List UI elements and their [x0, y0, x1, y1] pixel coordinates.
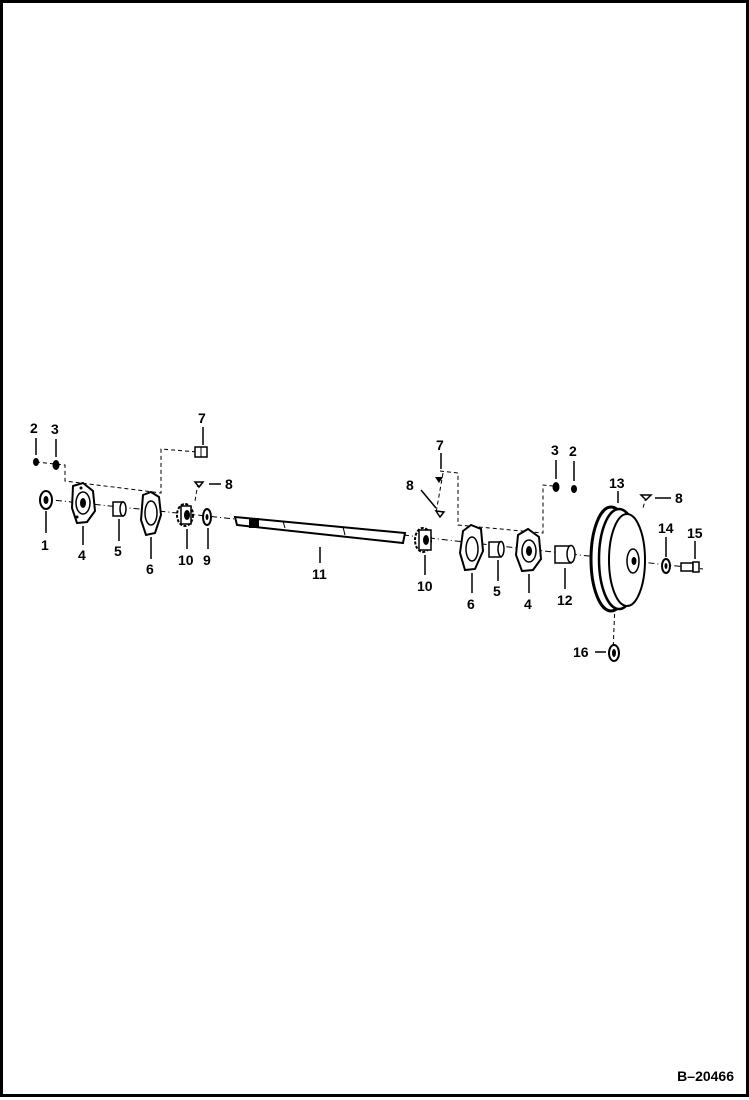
part-7-bolt-right — [435, 477, 443, 483]
callout-16: 16 — [573, 644, 589, 660]
callout-8-pulley: 8 — [675, 490, 683, 506]
callout-7: 7 — [198, 410, 206, 426]
part-1-nut — [39, 490, 53, 510]
part-8-key-left — [193, 481, 205, 489]
part-8-key-right — [434, 510, 446, 519]
callout-7-right: 7 — [436, 437, 444, 453]
callout-3: 3 — [51, 421, 59, 437]
part-12-bushing — [554, 544, 576, 564]
callout-14: 14 — [658, 520, 674, 536]
part-13-pulley — [589, 505, 646, 613]
callout-labels: 2 3 1 4 5 6 7 8 10 9 11 7 8 10 6 5 4 3 2… — [30, 410, 703, 660]
part-3-washer-right — [552, 482, 560, 492]
part-8-key-pulley — [639, 494, 653, 502]
callout-leaders — [35, 427, 696, 653]
callout-10: 10 — [178, 552, 194, 568]
callout-6-right: 6 — [467, 596, 475, 612]
part-16-plate — [608, 644, 620, 662]
part-3-washer-left — [52, 460, 60, 470]
part-7-bolt-left — [194, 446, 208, 458]
callout-8: 8 — [225, 476, 233, 492]
part-10-sprocket-right — [414, 527, 432, 553]
figure-id-label: B–20466 — [677, 1068, 734, 1084]
part-5-spacer-right — [488, 540, 505, 558]
callout-10-right: 10 — [417, 578, 433, 594]
part-2-nut-left — [33, 458, 39, 466]
callout-5-right: 5 — [493, 583, 501, 599]
part-4-flange-bearing-left — [70, 481, 97, 525]
part-6-guard-plate-right — [458, 523, 485, 572]
part-15-bolt — [680, 561, 700, 573]
callout-2: 2 — [30, 420, 38, 436]
callout-4: 4 — [78, 547, 86, 563]
part-14-washer — [661, 558, 671, 574]
callout-6: 6 — [146, 561, 154, 577]
callout-3-right: 3 — [551, 442, 559, 458]
callout-4-right: 4 — [524, 596, 532, 612]
part-11-shaft — [233, 515, 407, 545]
callout-2-right: 2 — [569, 443, 577, 459]
callout-11: 11 — [312, 566, 327, 582]
part-5-spacer-left — [112, 501, 127, 517]
callout-1: 1 — [41, 537, 49, 553]
part-10-sprocket-left — [176, 503, 194, 527]
exploded-parts-diagram: 2 3 1 4 5 6 7 8 10 9 11 7 8 10 6 5 4 3 2… — [30, 410, 704, 662]
callout-12: 12 — [557, 592, 573, 608]
part-9-washer — [202, 508, 212, 526]
callout-15: 15 — [687, 525, 703, 541]
callout-9: 9 — [203, 552, 211, 568]
callout-5: 5 — [114, 543, 122, 559]
callout-13: 13 — [609, 475, 625, 491]
part-4-flange-bearing-right — [514, 527, 543, 573]
part-2-nut-right — [571, 485, 577, 493]
callout-8-right: 8 — [406, 477, 414, 493]
part-6-guard-plate-left — [139, 490, 163, 537]
